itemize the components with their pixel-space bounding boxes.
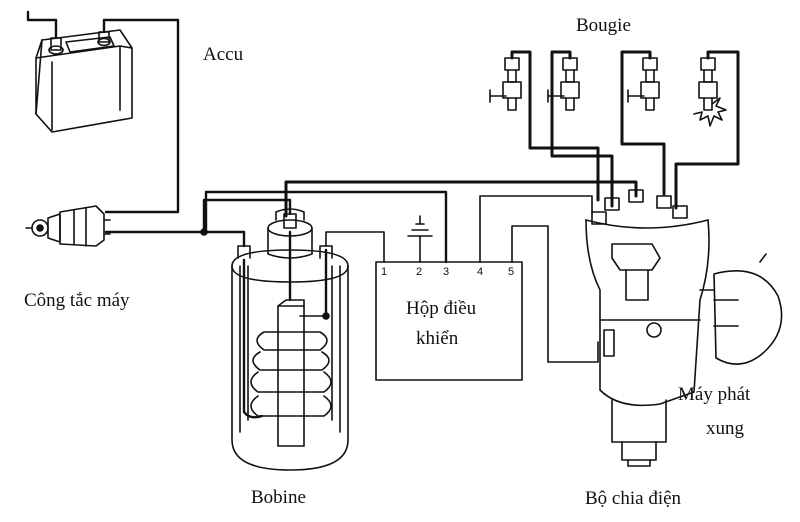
- pulse-generator-label-line1: Máy phát: [678, 384, 751, 405]
- battery-icon: [26, 10, 180, 214]
- terminal-5-label: 5: [508, 266, 515, 278]
- ignition-coil-icon: [231, 208, 349, 471]
- distributor-label: Bộ chia điện: [585, 488, 682, 509]
- control-box-label-line2: khiển: [416, 328, 459, 349]
- terminal-3-label: 3: [443, 266, 450, 278]
- control-box: [204, 190, 599, 381]
- coil-label: Bobine: [251, 487, 306, 508]
- distributor-icon: [585, 189, 783, 467]
- terminal-2-label: 2: [416, 266, 423, 278]
- spark-plugs-label: Bougie: [576, 15, 631, 36]
- spark-plug-icon: [674, 50, 740, 210]
- spark-plug-icon: [620, 50, 666, 196]
- ignition-switch-label: Công tắc máy: [24, 290, 130, 311]
- terminal-1-label: 1: [381, 266, 388, 278]
- spark-plug-icon: [547, 50, 614, 208]
- spark-plug-icon: [489, 50, 600, 202]
- battery-label: Accu: [203, 44, 244, 65]
- pulse-generator-label-line2: xung: [706, 418, 744, 439]
- ignition-switch-icon: [25, 205, 111, 247]
- control-box-label-line1: Hộp điều: [406, 298, 477, 319]
- terminal-4-label: 4: [477, 266, 484, 278]
